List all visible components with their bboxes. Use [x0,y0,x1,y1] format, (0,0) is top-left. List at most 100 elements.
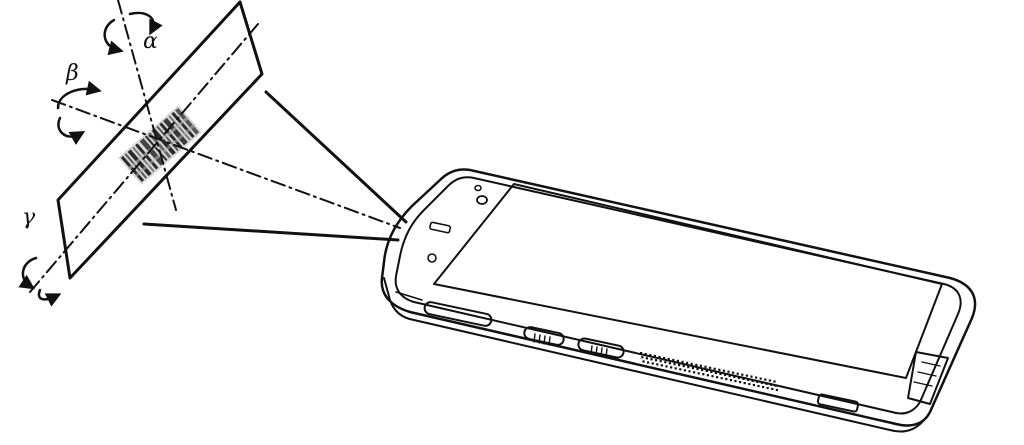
beta-axis [51,99,401,229]
device-bezel [394,176,962,415]
speaker-hole [752,383,755,387]
speaker-hole [672,358,675,362]
speaker-hole [718,368,721,371]
gamma-axis [29,23,259,293]
speaker-hole [756,380,759,383]
speaker-hole [681,360,684,363]
speaker-hole [656,363,659,366]
speaker-hole [640,352,643,355]
speaker-hole [650,358,653,361]
earpiece-grille [429,221,452,234]
speaker-hole [771,387,774,390]
speaker-hole [727,370,730,373]
volume-key-1 [523,326,565,346]
speaker-hole [762,385,765,389]
side-key-left [423,301,493,327]
device-screen [433,183,943,379]
gamma-label: γ [22,205,36,230]
speaker-hole [766,386,769,390]
device-body-outline [380,168,977,427]
speaker-hole [725,378,728,381]
speaker-hole [739,381,742,384]
speaker-hole [714,371,717,375]
speaker-hole [688,370,691,373]
speaker-hole [743,382,746,385]
speaker-hole [711,375,714,378]
scan-beam [142,90,408,242]
speaker-hole [653,354,656,358]
front-camera-icon [476,195,488,205]
speaker-hole [737,376,740,379]
speaker-hole [655,359,658,362]
speaker-hole [670,366,673,369]
speaker-hole [660,364,663,367]
beta-label: β [65,61,79,86]
speaker-hole [775,388,778,391]
volume-key-2 [577,337,625,359]
speaker-hole [742,377,745,380]
speaker-hole [683,369,686,372]
speaker-hole [722,369,725,372]
speaker-hole [750,375,753,378]
handheld-scanner-device [380,168,977,433]
speaker-hole [768,379,771,382]
speaker-hole [682,365,685,368]
speaker-hole [770,383,773,386]
speaker-hole [649,354,652,357]
speaker-hole [663,356,666,360]
speaker-hole [679,368,682,371]
speaker-hole [664,361,667,364]
speaker-hole [728,374,731,377]
speaker-hole [647,361,650,364]
speaker-hole [676,359,679,362]
speaker-hole [668,362,671,365]
scan-beam-upper [264,90,408,224]
speaker-hole [719,372,722,376]
speaker-hole [705,369,708,373]
speaker-hole [757,384,760,388]
right-end-ridges [913,361,941,387]
gamma-rotation-arrow-icon [18,256,62,307]
speaker-hole [704,365,707,368]
speaker-hole [651,362,654,365]
speaker-hole [733,375,736,378]
speaker-hole [665,365,668,368]
barcode-plane: α β γ [18,0,401,307]
speaker-hole [697,372,700,375]
barcode-plane-outline [56,0,264,280]
speaker-hole [713,367,716,370]
speaker-hole [765,382,768,385]
device-side-edge [383,277,925,433]
speaker-hole [702,373,705,376]
speaker-hole [720,377,723,380]
speaker-hole [751,379,754,382]
speaker-hole [686,361,689,364]
speaker-hole [644,353,647,356]
speaker-hole [748,382,751,386]
speaker-hole [736,372,739,375]
speaker-hole [699,364,702,367]
speaker-hole [745,374,748,377]
speaker-hole [645,357,648,360]
speaker-hole [674,367,677,370]
speaker-hole [642,360,645,363]
speaker-hole [695,363,698,366]
speaker-hole [729,379,732,382]
speaker-hole [710,370,713,374]
speaker-hole [693,371,696,374]
right-end-cap [907,351,949,405]
speaker-hole [732,371,735,374]
speaker-hole [696,368,699,371]
speaker-hole [691,367,694,370]
volume-key-1-ridges [533,333,551,346]
speaker-hole [747,378,750,381]
speaker-hole [667,357,670,361]
alpha-axis [117,0,177,211]
speaker-hole [659,360,662,363]
sensor-icon [474,184,482,192]
speaker-hole [687,366,690,369]
speaker-hole [709,366,712,369]
speaker-hole [716,376,719,379]
bottom-port [816,393,860,413]
